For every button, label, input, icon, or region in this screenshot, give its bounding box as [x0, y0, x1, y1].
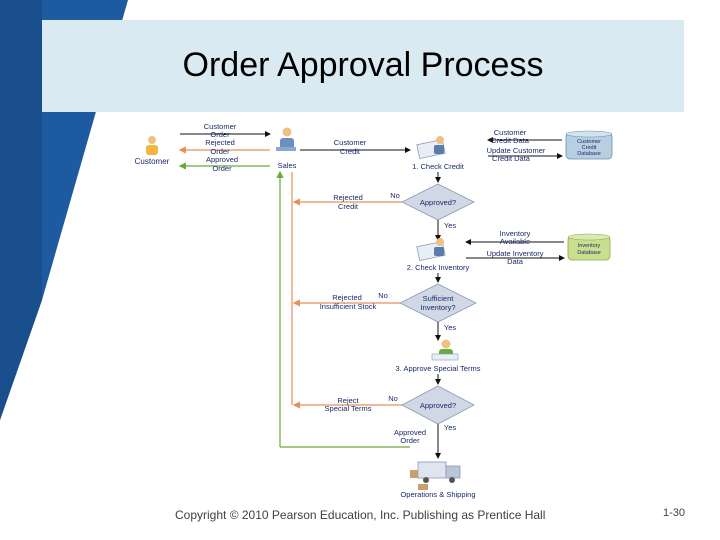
- step3-worker-icon: [431, 339, 459, 361]
- step1-worker-icon: [416, 136, 446, 160]
- flow-customer-credit-2: Credit: [340, 147, 361, 156]
- flow-rejected-order-1: Rejected: [205, 138, 235, 147]
- flow-customer-order-2: Order: [210, 130, 230, 139]
- flow-credit-data-1: Customer: [494, 128, 527, 137]
- slide-title: Order Approval Process: [182, 46, 544, 84]
- inventory-db-line2: Database: [577, 250, 601, 256]
- credit-db-line2: Credit: [582, 145, 597, 151]
- step2-label: 2. Check Inventory: [407, 263, 470, 272]
- inventory-database: Inventory Database: [567, 233, 611, 261]
- decision2-yes: Yes: [444, 323, 456, 332]
- flow-approved-order-2: Order: [400, 436, 420, 445]
- decision3-yes: Yes: [444, 423, 456, 432]
- sales-actor: Sales: [276, 127, 297, 170]
- flow-credit-data-2: Credit Data: [491, 136, 530, 145]
- decision2-label-2: Inventory?: [420, 303, 455, 312]
- flow-rejected-order-2: Order: [210, 147, 230, 156]
- customer-label: Customer: [135, 157, 170, 166]
- flow-reject-terms-2: Special Terms: [325, 404, 372, 413]
- copyright-footer: Copyright © 2010 Pearson Education, Inc.…: [175, 508, 546, 522]
- credit-database: Customer Credit Database: [565, 130, 613, 160]
- flow-update-inventory-1: Update Inventory: [486, 249, 543, 258]
- flow-inventory-available-2: Available: [500, 237, 530, 246]
- flow-update-inventory-2: Data: [507, 257, 524, 266]
- flow-rejected-credit-1: Rejected: [333, 193, 363, 202]
- decision3-no: No: [388, 394, 398, 403]
- flow-reject-terms-1: Reject: [337, 396, 359, 405]
- step1-label: 1. Check Credit: [412, 162, 465, 171]
- step2-worker-icon: [416, 238, 446, 262]
- flow-rejected-stock-1: Rejected: [332, 293, 362, 302]
- decision1-label: Approved?: [420, 198, 456, 207]
- flow-customer-order-1: Customer: [204, 122, 237, 131]
- inventory-db-line1: Inventory: [578, 243, 601, 249]
- page-number: 1-30: [663, 507, 686, 519]
- decision1-yes: Yes: [444, 221, 456, 230]
- decision3-label: Approved?: [420, 401, 456, 410]
- decision1-no: No: [390, 191, 400, 200]
- flow-approved-order-1: Approved: [394, 428, 426, 437]
- operations-label: Operations & Shipping: [400, 490, 475, 499]
- title-banner: [42, 20, 684, 112]
- operations-truck-icon: [410, 461, 461, 490]
- customer-sales-flows: Customer Order Rejected Order Approved O…: [178, 122, 271, 173]
- flow-update-credit-1: Update Customer: [487, 146, 546, 155]
- decision2-label-1: Sufficient: [423, 294, 455, 303]
- step3-label: 3. Approve Special Terms: [396, 364, 481, 373]
- flow-customer-credit-1: Customer: [334, 138, 367, 147]
- flow-approved-order-1: Approved: [206, 155, 238, 164]
- decision2-no: No: [378, 291, 388, 300]
- credit-db-line3: Database: [577, 151, 601, 157]
- customer-actor: Customer: [135, 136, 170, 166]
- flow-rejected-stock-2: Insufficient Stock: [320, 302, 377, 311]
- credit-db-line1: Customer: [577, 139, 601, 145]
- sales-label: Sales: [278, 161, 297, 170]
- flow-approved-order-2: Order: [212, 164, 232, 173]
- flow-inventory-available-1: Inventory: [500, 229, 531, 238]
- flow-rejected-credit-2: Credit: [338, 202, 359, 211]
- flow-update-credit-2: Credit Data: [492, 154, 531, 163]
